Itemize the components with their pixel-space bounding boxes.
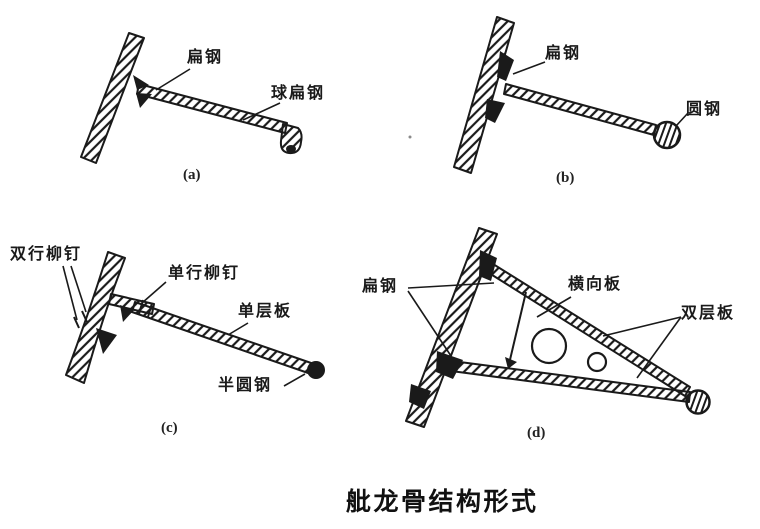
leader-double-layer-top-d bbox=[602, 316, 682, 337]
bulb-tip-dark-a bbox=[286, 145, 296, 153]
weld-c bbox=[96, 328, 117, 354]
joint-dark-c bbox=[120, 305, 134, 322]
label-d-transverse-plate: 横向板 bbox=[568, 276, 623, 293]
caption-b: (b) bbox=[556, 170, 575, 186]
leader-bulb-flat-a bbox=[242, 102, 281, 121]
leader-double-row-rivets-1-c bbox=[62, 265, 78, 321]
figure-d-drawing bbox=[405, 227, 711, 428]
leader-flat-bar-b bbox=[512, 61, 546, 75]
round-bar-b bbox=[652, 120, 682, 150]
lightening-hole-large-d bbox=[530, 327, 568, 365]
leader-flat-bar-a bbox=[155, 68, 191, 91]
hull-plate-b bbox=[453, 16, 515, 174]
caption-d: (d) bbox=[527, 425, 546, 441]
label-b-flat-bar: 扁钢 bbox=[545, 45, 582, 62]
weld-bottom-d bbox=[436, 351, 463, 379]
lightening-hole-small-d bbox=[586, 351, 608, 373]
hull-plate-c bbox=[65, 251, 126, 384]
figure-c-drawing bbox=[62, 251, 325, 387]
label-c-half-round-bar: 半圆钢 bbox=[218, 377, 273, 394]
caption-c: (c) bbox=[161, 420, 178, 436]
round-bar-tip-d bbox=[685, 389, 711, 415]
leader-transverse-plate-d bbox=[536, 296, 572, 318]
label-a-flat-bar: 扁钢 bbox=[187, 49, 224, 66]
label-c-single-layer-plate: 单层板 bbox=[238, 303, 293, 320]
label-b-round-bar: 圆钢 bbox=[686, 101, 723, 118]
caption-a: (a) bbox=[183, 167, 201, 183]
figure-a-drawing bbox=[80, 32, 303, 164]
weld-bottom-b bbox=[485, 99, 505, 123]
leader-single-row-rivets-c bbox=[141, 281, 167, 304]
weld-web-d bbox=[505, 357, 517, 369]
weld-top-a bbox=[133, 75, 149, 90]
rivet-mark-plate-1-c bbox=[73, 316, 80, 329]
leader-flat-bar-top-d bbox=[407, 282, 495, 289]
weld-top-b bbox=[497, 51, 514, 81]
flat-bar-a bbox=[136, 83, 288, 134]
label-d-flat-bar: 扁钢 bbox=[362, 278, 399, 295]
leader-double-layer-bottom-d bbox=[636, 316, 682, 379]
rivet-mark-plate-2-c bbox=[81, 310, 88, 323]
half-round-bar-c bbox=[307, 361, 325, 379]
leader-half-round-bar-c bbox=[283, 373, 306, 387]
leader-single-layer-plate-c bbox=[227, 322, 249, 336]
leader-flat-bar-bottom-d bbox=[407, 290, 452, 357]
hull-plate-a bbox=[80, 32, 145, 164]
rivet-mark-bar-2-c bbox=[147, 302, 153, 318]
scan-speck bbox=[408, 135, 412, 139]
bulb-end-a bbox=[279, 123, 303, 155]
hull-plate-d bbox=[405, 227, 498, 428]
figure-b-drawing bbox=[453, 16, 689, 174]
flat-bar-b bbox=[503, 83, 657, 136]
transverse-plate-edge-d bbox=[508, 291, 527, 365]
weld-bottom-a bbox=[136, 93, 152, 108]
weld-plate-lower-d bbox=[409, 384, 431, 409]
figure-title: 舭龙骨结构形式 bbox=[346, 488, 539, 516]
label-c-single-row-rivets: 单行柳钉 bbox=[168, 265, 241, 282]
leader-double-row-rivets-2-c bbox=[70, 265, 87, 313]
leader-round-bar-b bbox=[675, 112, 689, 127]
label-a-bulb-flat-bar: 球扁钢 bbox=[271, 85, 326, 102]
label-d-double-layer-plate: 双层板 bbox=[681, 305, 736, 322]
weld-top-d bbox=[479, 250, 497, 281]
label-c-double-row-rivets: 双行柳钉 bbox=[10, 246, 83, 263]
